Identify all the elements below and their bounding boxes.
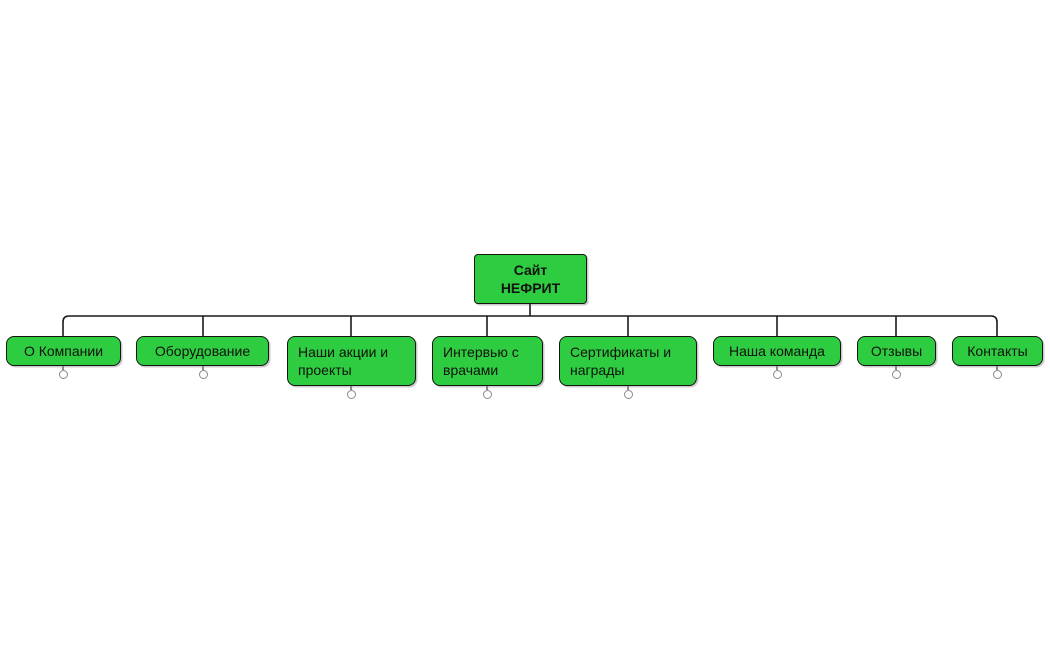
collapse-handle-stem-nasha-komanda [776, 366, 778, 370]
child-node-sertifikaty-i-nagrady-line-2: награды [570, 362, 625, 378]
child-node-kontakty-line-1: Контакты [967, 343, 1028, 359]
collapse-handle-stem-nashi-akcii-i-proekty [350, 386, 352, 390]
root-node-line-1: Сайт [513, 262, 548, 278]
collapse-handle-oborudovanie[interactable] [198, 370, 208, 379]
child-node-otzyvy-line-1: Отзывы [870, 343, 923, 359]
child-node-intervyu-s-vrachami-line-2: врачами [443, 362, 499, 378]
child-node-nashi-akcii-i-proekty-line-2: проекты [298, 362, 352, 378]
child-node-oborudovanie-line-1: Оборудование [154, 343, 251, 359]
child-node-kontakty[interactable]: Контакты [952, 336, 1043, 366]
collapse-handle-nasha-komanda[interactable] [772, 370, 782, 379]
collapse-handle-intervyu-s-vrachami[interactable] [482, 390, 492, 399]
root-node-line-2: НЕФРИТ [500, 280, 561, 296]
collapse-handle-stem-sertifikaty-i-nagrady [627, 386, 629, 390]
collapse-handle-stem-otzyvy [895, 366, 897, 370]
collapse-handle-nashi-akcii-i-proekty[interactable] [346, 390, 356, 399]
child-node-oborudovanie[interactable]: Оборудование [136, 336, 269, 366]
child-node-nasha-komanda[interactable]: Наша команда [713, 336, 841, 366]
collapse-handle-o-kompanii[interactable] [58, 370, 68, 379]
collapse-handle-stem-o-kompanii [62, 366, 64, 370]
child-node-o-kompanii[interactable]: О Компании [6, 336, 121, 366]
collapse-handle-stem-kontakty [996, 366, 998, 370]
collapse-handle-otzyvy[interactable] [891, 370, 901, 379]
collapse-handle-sertifikaty-i-nagrady[interactable] [623, 390, 633, 399]
collapse-handle-stem-oborudovanie [202, 366, 204, 370]
root-node-sayt-nefrit[interactable]: Сайт НЕФРИТ [474, 254, 587, 304]
child-node-intervyu-s-vrachami[interactable]: Интервью с врачами [432, 336, 543, 386]
child-node-otzyvy[interactable]: Отзывы [857, 336, 936, 366]
child-node-sertifikaty-i-nagrady-line-1: Сертификаты и [570, 344, 672, 360]
child-node-o-kompanii-line-1: О Компании [23, 343, 104, 359]
child-node-nasha-komanda-line-1: Наша команда [729, 343, 825, 359]
child-node-sertifikaty-i-nagrady[interactable]: Сертификаты и награды [559, 336, 697, 386]
collapse-handle-stem-intervyu-s-vrachami [486, 386, 488, 390]
collapse-handle-kontakty[interactable] [992, 370, 1002, 379]
child-node-nashi-akcii-i-proekty[interactable]: Наши акции и проекты [287, 336, 416, 386]
child-node-nashi-akcii-i-proekty-line-1: Наши акции и [298, 344, 389, 360]
child-node-intervyu-s-vrachami-line-1: Интервью с [443, 344, 519, 360]
